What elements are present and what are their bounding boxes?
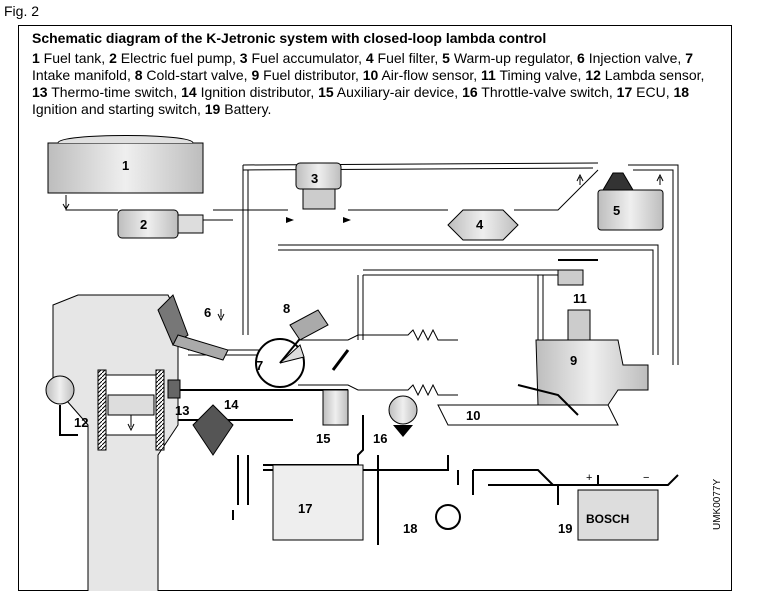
legend-number: 14	[181, 84, 197, 100]
k-jetronic-schematic: 1 2 3 4 5	[45, 135, 679, 591]
fuel-accumulator: 3	[295, 162, 351, 223]
battery-plus: +	[586, 472, 592, 484]
legend-number: 10	[362, 67, 379, 83]
legend-number: 13	[32, 84, 48, 100]
warm-up-regulator: 5	[576, 172, 664, 231]
legend-text: Warm-up regulator,	[449, 50, 578, 66]
label-8: 8	[283, 301, 290, 316]
legend-text: Battery.	[220, 101, 272, 117]
label-12: 12	[74, 415, 88, 430]
timing-valve: 11	[557, 269, 587, 306]
legend-text: Fuel accumulator,	[247, 50, 366, 66]
electric-fuel-pump: 2	[117, 209, 294, 239]
label-9: 9	[570, 353, 577, 368]
legend-number: 3	[239, 50, 248, 66]
ignition-distributor: 14	[192, 397, 239, 456]
legend-text: Throttle-valve switch,	[477, 84, 617, 100]
engine-block	[52, 294, 179, 591]
legend-number: 4	[365, 50, 374, 66]
legend-text: Ignition and starting switch,	[32, 101, 205, 117]
legend-number: 18	[673, 84, 690, 100]
label-1: 1	[122, 158, 129, 173]
label-10: 10	[466, 408, 480, 423]
ecu: 17	[272, 464, 364, 541]
legend-text: Fuel distributor,	[259, 67, 363, 83]
legend-text: Thermo-time switch,	[47, 84, 182, 100]
legend-text: Intake manifold,	[32, 67, 135, 83]
drawing-code: UMK0077Y	[712, 478, 723, 530]
figure-title: Schematic diagram of the K-Jetronic syst…	[32, 30, 547, 46]
injection-valve: 6	[157, 294, 229, 361]
fuel-tank: 1	[47, 135, 204, 210]
legend-number: 19	[204, 101, 221, 117]
legend-text: Auxiliary-air device,	[333, 84, 463, 100]
label-17: 17	[298, 501, 312, 516]
label-13: 13	[175, 403, 189, 418]
intake-manifold: 7	[255, 334, 305, 388]
legend-number: 9	[251, 67, 260, 83]
legend-text: Timing valve,	[495, 67, 586, 83]
legend-text: ECU,	[632, 84, 674, 100]
figure-label: Fig. 2	[4, 3, 40, 19]
legend-number: 5	[442, 50, 450, 66]
legend-text: Ignition distributor,	[196, 84, 319, 100]
label-5: 5	[613, 203, 620, 218]
fuel-filter: 4	[447, 209, 519, 241]
legend-text: Air-flow sensor,	[378, 67, 482, 83]
throttle-body	[298, 328, 458, 397]
legend-number: 7	[685, 50, 694, 66]
air-flow-sensor: 10	[437, 384, 619, 426]
label-6: 6	[204, 305, 211, 320]
legend-number: 15	[318, 84, 334, 100]
label-2: 2	[140, 217, 147, 232]
label-7: 7	[256, 358, 263, 373]
label-4: 4	[476, 217, 484, 232]
legend-number: 12	[585, 67, 601, 83]
legend-text: Fuel tank,	[39, 50, 110, 66]
label-19: 19	[558, 521, 572, 536]
legend-number: 6	[577, 50, 585, 66]
throttle-valve-switch: 16	[373, 395, 418, 446]
label-14: 14	[224, 397, 239, 412]
lambda-sensor: 12	[45, 375, 88, 436]
legend-text: Fuel filter,	[373, 50, 443, 66]
battery-brand: BOSCH	[586, 512, 629, 526]
fuel-distributor: 9	[535, 309, 649, 406]
figure-frame	[18, 25, 732, 591]
fuel-lines	[65, 162, 679, 365]
legend-number: 17	[616, 84, 633, 100]
legend: 1 Fuel tank, 2 Electric fuel pump, 3 Fue…	[32, 50, 722, 118]
battery-minus: −	[643, 472, 649, 484]
legend-number: 16	[462, 84, 478, 100]
auxiliary-air-device: 15	[316, 389, 349, 446]
label-16: 16	[373, 431, 387, 446]
label-11: 11	[573, 291, 587, 306]
label-3: 3	[311, 171, 318, 186]
label-15: 15	[316, 431, 330, 446]
thermo-time-switch: 13	[167, 379, 189, 418]
ignition-starting-switch: 18	[403, 504, 461, 536]
battery: BOSCH + − 19	[558, 472, 659, 541]
legend-text: Lambda sensor,	[600, 67, 705, 83]
legend-text: Cold-start valve,	[142, 67, 252, 83]
legend-number: 11	[481, 67, 496, 83]
legend-number: 8	[134, 67, 143, 83]
cold-start-valve: 8	[283, 301, 329, 341]
legend-number: 2	[109, 50, 117, 66]
legend-text: Injection valve,	[584, 50, 686, 66]
legend-text: Electric fuel pump,	[116, 50, 240, 66]
legend-number: 1	[32, 50, 40, 66]
label-18: 18	[403, 521, 417, 536]
